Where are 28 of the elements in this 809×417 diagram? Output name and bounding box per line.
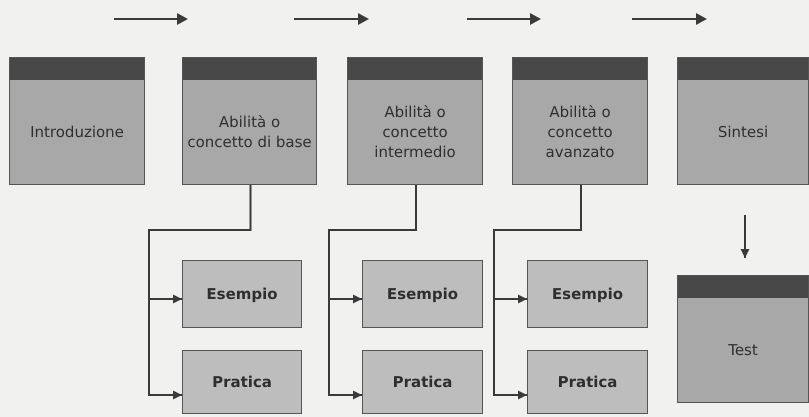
titled-box bbox=[677, 57, 809, 185]
titled-box bbox=[512, 57, 648, 185]
box-label: Pratica bbox=[556, 372, 618, 392]
step-box bbox=[527, 260, 648, 328]
box-label: Sintesi bbox=[716, 122, 770, 142]
titled-box bbox=[182, 57, 317, 185]
titled-box bbox=[347, 57, 483, 185]
step-box bbox=[527, 350, 648, 414]
box-label: Test bbox=[727, 340, 759, 360]
box-label: Esempio bbox=[386, 284, 460, 304]
titled-box bbox=[677, 275, 809, 403]
box-label: Abilità o concetto intermedio bbox=[373, 102, 457, 162]
step-box bbox=[362, 350, 483, 414]
arrow bbox=[740, 215, 750, 258]
box-label: Esempio bbox=[205, 284, 279, 304]
arrow bbox=[493, 185, 582, 400]
step-box bbox=[362, 260, 483, 328]
box-label: Abilità o concetto di base bbox=[186, 112, 313, 152]
step-box bbox=[182, 350, 302, 414]
box-label: Abilità o concetto avanzato bbox=[544, 102, 616, 162]
step-box bbox=[182, 260, 302, 328]
titled-box bbox=[9, 57, 145, 185]
box-label: Pratica bbox=[211, 372, 273, 392]
arrow bbox=[148, 185, 252, 400]
box-label: Introduzione bbox=[29, 122, 125, 142]
arrow bbox=[328, 185, 417, 400]
box-label: Pratica bbox=[392, 372, 454, 392]
box-label: Esempio bbox=[550, 284, 624, 304]
